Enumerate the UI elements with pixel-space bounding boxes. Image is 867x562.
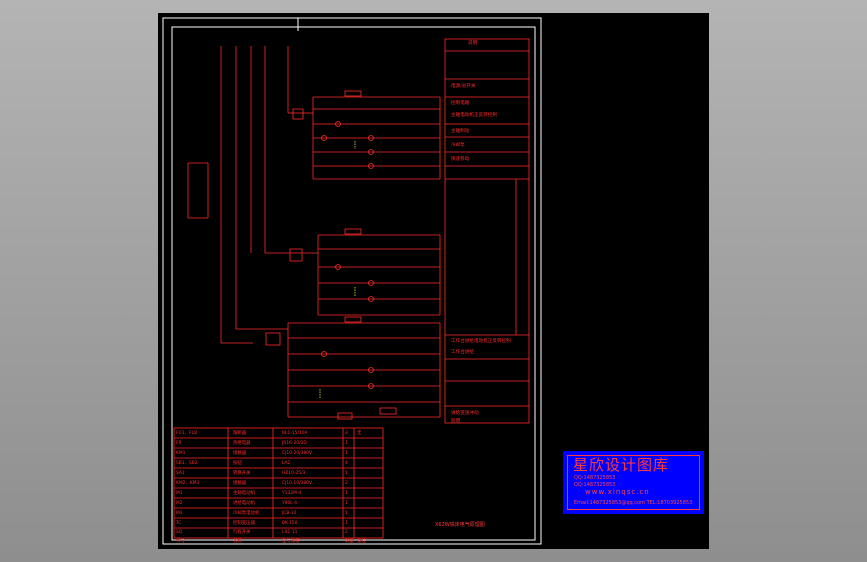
stamp-title: 星欣设计图库 [573,456,670,474]
bom-model: HZ10-25/3 [282,471,306,476]
bom-name: 热继电器 [233,441,251,446]
bom-model: LA2 [282,461,291,466]
bom-model: CJ10-10/380V [282,481,312,486]
bom-name: 按钮 [233,461,242,466]
panel-row-table-feed: 工作台进给 [451,350,474,355]
bom-qty: 1 [345,451,348,456]
panel-row-coolant: 冷却泵 [451,143,465,148]
dashed-links [319,141,356,399]
bom-header-code: 代号 [176,539,185,544]
bom-model: JCB-22 [282,511,297,516]
bom-model: BK-150 [282,521,298,526]
stamp-qq1: QQ:1487325853 [574,475,616,481]
bom-qty: 2 [345,530,348,535]
panel-row-table-feed-motor: 工作台进给电动机正反转控制 [451,339,511,344]
panel-row-control: 控制电路 [451,101,470,106]
stamp-email: Email:1487325853@qq.com TEL:18703925853 [574,500,693,506]
bom-name: 熔断器 [233,431,247,436]
bom-code: SQ [176,530,183,535]
bom-model: RL1-15/10A [282,431,308,436]
watermark-stamp: 星欣设计图库 QQ:1487325853 QQ:1487325853 www.x… [563,451,704,514]
bom-note: 无 [357,431,362,436]
schematic-drawing [162,17,542,545]
panel-row-lighting: 照明 [451,419,461,424]
drawing-title: X62W铣床电气原理图 [435,522,485,528]
outer-frame [162,17,542,545]
bom-name: 冷却泵电动机 [233,511,260,516]
bom-name: 主轴电动机 [233,491,255,496]
bom-name: 转换开关 [233,471,251,476]
bom-name: 控制变压器 [233,521,255,526]
bom-qty: 1 [345,501,348,506]
cad-viewport[interactable]: 说明 电源/总开关 控制电路 主轴电动机正反转控制 主轴制动 冷却泵 快速移动 … [158,13,709,549]
bom-qty: 1 [345,441,348,446]
stamp-qq2: QQ:1487325853 [574,482,616,488]
bom-code: M1 [176,491,183,496]
bom-model: JR16-20/3D [282,441,307,446]
bom-code: KM1 [176,451,186,456]
bom-model: Y90L-4 [282,501,298,506]
inner-frame [171,26,536,541]
panel-row-rapid: 快速移动 [451,157,470,162]
bom-name: 接触器 [233,451,247,456]
stamp-website: www.xinqsc.cn [585,488,650,496]
panel-row-power: 电源/总开关 [451,84,476,89]
bom-qty: 1 [345,521,348,526]
bom-code: SB1、SB2 [176,461,198,466]
panel-header: 说明 [468,41,478,46]
panel-row-spindle: 主轴电动机正反转控制 [451,113,497,118]
bom-header-note: 备注 [357,539,366,544]
component-symbols [265,90,397,420]
bom-name: 行程开关 [233,530,251,535]
bom-code: M3 [176,511,183,516]
bom-code: KM2、KM3 [176,481,200,486]
bom-model: CJ10-20/380V [282,451,312,456]
bom-name: 接触器 [233,481,247,486]
bom-code: SA1 [176,471,185,476]
circuit-lines [173,38,530,539]
bom-code: FU1、FU2 [176,431,198,436]
bom-qty: 1 [345,511,348,516]
bom-qty: 1 [345,491,348,496]
panel-row-brake: 主轴制动 [451,129,470,134]
bom-header-name: 名称 [233,539,242,544]
bom-code: FR [176,441,182,446]
bom-qty: 4 [345,461,348,466]
stamp-border [567,455,700,510]
bom-header-qty: 数量 [345,539,354,544]
bom-model: LX1-11 [282,530,298,535]
panel-row-feed-impulse: 进给变速冲动 [451,411,479,416]
bom-model: Y132M-4 [282,491,302,496]
bom-name: 进给电动机 [233,501,255,506]
bom-qty: 3 [345,431,348,436]
bom-code: TC [176,521,182,526]
bom-header-model: 型号规格 [282,539,300,544]
bom-qty: 2 [345,481,348,486]
bom-code: M2 [176,501,183,506]
bom-qty: 1 [345,471,348,476]
